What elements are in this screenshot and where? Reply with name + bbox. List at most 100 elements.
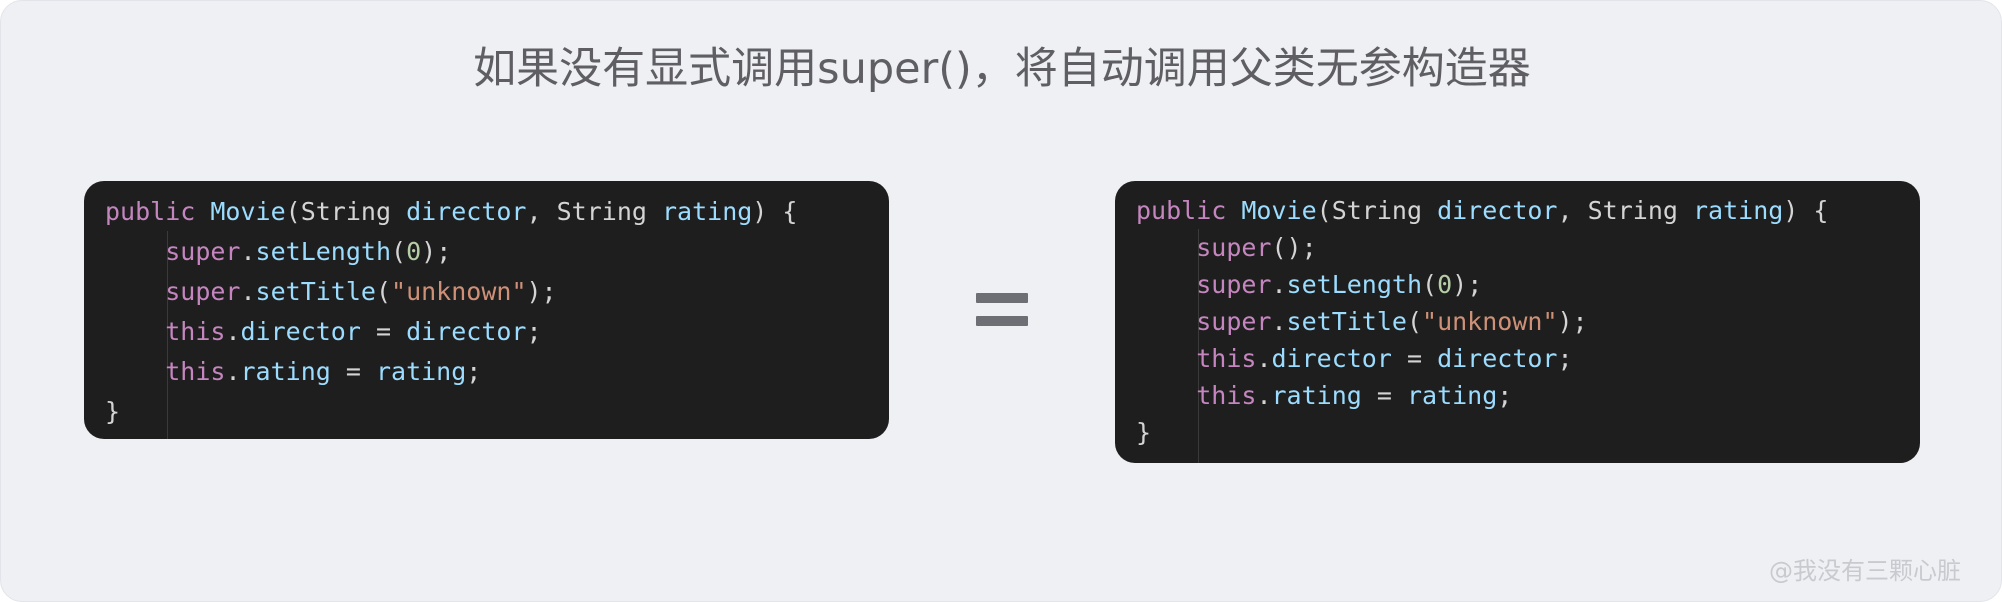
code-token: . — [1256, 381, 1272, 410]
code-token: . — [225, 317, 241, 346]
code-block-implicit: public Movie(String director, String rat… — [84, 181, 889, 439]
code-token: . — [240, 237, 256, 266]
code-token: setTitle — [255, 277, 376, 306]
code-line: this.director = director; — [1136, 340, 1828, 377]
code-token: director — [1271, 344, 1392, 373]
code-token — [105, 237, 165, 266]
code-token: , — [1557, 196, 1588, 225]
code-token: = — [1361, 381, 1407, 410]
code-token — [105, 277, 165, 306]
code-token: ( — [285, 197, 301, 226]
code-token: ( — [375, 277, 392, 306]
code-token: director — [1437, 344, 1558, 373]
code-token: . — [225, 357, 241, 386]
code-line: } — [1136, 414, 1828, 451]
code-token — [105, 317, 165, 346]
equals-bar-bottom — [976, 316, 1028, 326]
code-token: setLength — [255, 237, 392, 266]
code-line: this.director = director; — [105, 312, 797, 352]
code-token: = — [330, 357, 376, 386]
code-token: "unknown" — [391, 277, 527, 306]
code-token: 0 — [406, 237, 422, 266]
code-token: super — [165, 237, 241, 266]
code-token — [1136, 381, 1196, 410]
code-line: this.rating = rating; — [1136, 377, 1828, 414]
code-token: director — [1437, 196, 1558, 225]
code-line: } — [105, 392, 797, 432]
code-token: director — [406, 317, 527, 346]
code-token: rating — [240, 357, 331, 386]
code-token: , — [526, 197, 557, 226]
code-token: rating — [1271, 381, 1362, 410]
code-line: super(); — [1136, 229, 1828, 266]
code-token: director — [406, 197, 527, 226]
code-token: String — [556, 197, 647, 226]
equals-sign — [976, 293, 1028, 327]
code-token — [391, 197, 406, 226]
code-token: super — [1196, 270, 1272, 299]
code-token: super — [1196, 307, 1272, 336]
code-line: public Movie(String director, String rat… — [1136, 192, 1828, 229]
code-token: setLength — [1286, 270, 1423, 299]
code-line: super.setLength(0); — [1136, 266, 1828, 303]
code-token — [1136, 233, 1196, 262]
code-token: ; — [526, 317, 542, 346]
code-token: String — [1331, 196, 1423, 225]
code-line: this.rating = rating; — [105, 352, 797, 392]
code-token: . — [1256, 344, 1272, 373]
code-token: rating — [1406, 381, 1498, 410]
code-token: rating — [1692, 196, 1784, 225]
code-token: this — [1196, 344, 1257, 373]
code-token: ; — [466, 357, 482, 386]
code-token: ( — [1422, 270, 1438, 299]
code-token: String — [300, 197, 392, 226]
code-token: ); — [421, 237, 452, 266]
code-token: public — [1136, 196, 1227, 225]
code-token — [1136, 270, 1196, 299]
code-token — [647, 197, 662, 226]
watermark: @我没有三颗心脏 — [1769, 557, 1961, 585]
code-text: public Movie(String director, String rat… — [105, 192, 797, 432]
code-token: . — [1271, 307, 1287, 336]
code-token: rating — [375, 357, 467, 386]
code-token: } — [1136, 418, 1152, 447]
code-token: (); — [1271, 233, 1317, 262]
code-token — [1136, 344, 1196, 373]
code-token: ) { — [752, 197, 798, 226]
equals-bar-top — [976, 293, 1028, 303]
code-line: super.setTitle("unknown"); — [105, 272, 797, 312]
code-token: rating — [661, 197, 753, 226]
code-token — [195, 197, 210, 226]
code-token: "unknown" — [1422, 307, 1558, 336]
code-token: ) { — [1783, 196, 1829, 225]
code-token: ); — [526, 277, 557, 306]
code-token — [1678, 196, 1693, 225]
code-token: this — [165, 357, 226, 386]
indent-guide — [1198, 229, 1199, 463]
code-token: super — [1196, 233, 1272, 262]
code-token: = — [1391, 344, 1438, 373]
code-token — [105, 357, 165, 386]
code-token: . — [1271, 270, 1287, 299]
code-token: public — [105, 197, 196, 226]
code-token: ( — [1316, 196, 1332, 225]
code-token: Movie — [1241, 196, 1317, 225]
code-token: ; — [1557, 344, 1573, 373]
code-token — [1136, 307, 1196, 336]
code-token: super — [165, 277, 241, 306]
code-token: setTitle — [1286, 307, 1407, 336]
code-token — [1226, 196, 1241, 225]
diagram-title: 如果没有显式调用super()，将自动调用父类无参构造器 — [473, 44, 1531, 94]
code-line: super.setLength(0); — [105, 232, 797, 272]
code-token: 0 — [1437, 270, 1453, 299]
code-token: ( — [1406, 307, 1423, 336]
code-token: ); — [1557, 307, 1588, 336]
code-token: ); — [1452, 270, 1483, 299]
code-token: = — [360, 317, 407, 346]
code-token: this — [1196, 381, 1257, 410]
code-token: director — [240, 317, 361, 346]
code-token: . — [240, 277, 256, 306]
code-line: super.setTitle("unknown"); — [1136, 303, 1828, 340]
code-line: public Movie(String director, String rat… — [105, 192, 797, 232]
